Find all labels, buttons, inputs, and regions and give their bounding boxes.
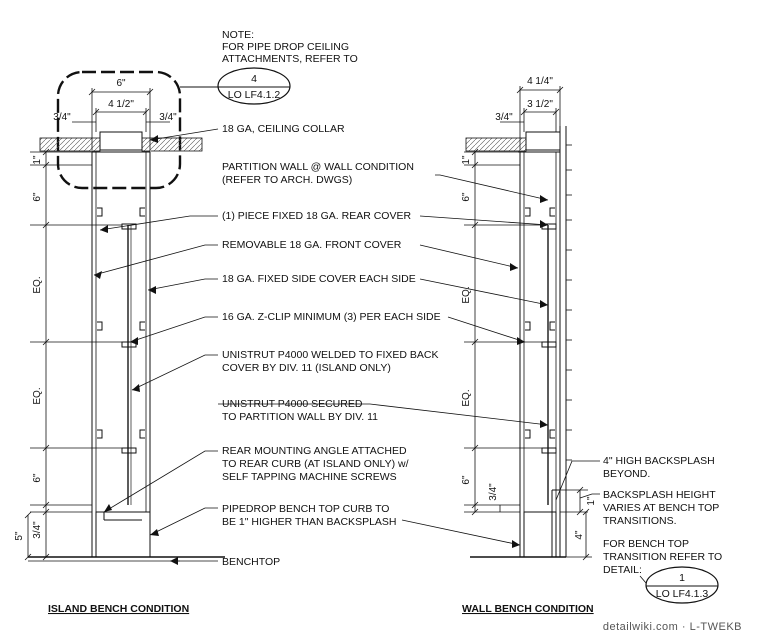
- dim-r-top-left: 3/4": [495, 112, 513, 123]
- detail-ref-number: 1: [679, 572, 685, 584]
- leader-arrowheads: [94, 135, 548, 565]
- callout-partition-wall-2: (REFER TO ARCH. DWGS): [222, 174, 352, 186]
- note-height-1: BACKSPLASH HEIGHT: [603, 489, 716, 501]
- dim-top-inner: 4 1/2": [108, 99, 134, 110]
- dim-r-v-eq-2: EQ.: [461, 389, 472, 406]
- dim-v-six-top: 6": [32, 192, 43, 202]
- note-backsplash-2: BEYOND.: [603, 468, 650, 480]
- watermark: detailwiki.com · L-TWEKB: [603, 621, 742, 633]
- callout-unistrut-secured-2: TO PARTITION WALL BY DIV. 11: [222, 411, 378, 423]
- dim-r-v-three-quarter: 3/4": [488, 483, 499, 501]
- dim-v-six-bottom: 6": [32, 473, 43, 483]
- dim-top-right: 3/4": [159, 112, 177, 123]
- leader-lines: [93, 128, 600, 562]
- dim-top-overall: 6": [116, 78, 126, 89]
- note-line-1: NOTE:: [222, 29, 254, 41]
- dim-r-top-overall: 4 1/4": [527, 76, 553, 87]
- note-transition-2: TRANSITION REFER TO: [603, 551, 722, 563]
- dim-v-eq-2: EQ.: [32, 387, 43, 404]
- dim-v-three-quarter: 3/4": [32, 521, 43, 539]
- dim-r-v-one-bottom: 1": [586, 496, 597, 506]
- dim-r-v-six-top: 6": [461, 192, 472, 202]
- detail-reference-bubble[interactable]: 1 LO LF4.1.3: [645, 566, 719, 604]
- title-wall-bench: WALL BENCH CONDITION: [462, 603, 594, 615]
- note-height-3: TRANSITIONS.: [603, 515, 677, 527]
- callout-unistrut-welded-1: UNISTRUT P4000 WELDED TO FIXED BACK: [222, 349, 438, 361]
- note-height-2: VARIES AT BENCH TOP: [603, 502, 719, 514]
- callout-side-cover: 18 GA. FIXED SIDE COVER EACH SIDE: [222, 273, 416, 285]
- detail-boundary: [56, 70, 182, 190]
- callout-rear-cover: (1) PIECE FIXED 18 GA. REAR COVER: [222, 210, 411, 222]
- callout-benchtop: BENCHTOP: [222, 556, 280, 568]
- note-reference-bubble[interactable]: 4 LO LF4.1.2: [217, 67, 291, 105]
- callout-bench-curb-2: BE 1" HIGHER THAN BACKSPLASH: [222, 516, 397, 528]
- dim-r-v-eq-1: EQ.: [461, 286, 472, 303]
- wall-dimensions: [464, 86, 592, 561]
- wall-dimension-labels: 4 1/4" 3 1/2" 3/4" 1" 6" EQ. EQ. 6" 3/4"…: [461, 76, 597, 540]
- callout-unistrut-welded-2: COVER BY DIV. 11 (ISLAND ONLY): [222, 362, 391, 374]
- note-transition-3: DETAIL:: [603, 564, 642, 576]
- right-notes: 4" HIGH BACKSPLASH BEYOND. BACKSPLASH HE…: [603, 455, 722, 576]
- callout-labels: 18 GA, CEILING COLLAR PARTITION WALL @ W…: [222, 123, 441, 568]
- dim-r-top-inner: 3 1/2": [527, 99, 553, 110]
- callout-front-cover: REMOVABLE 18 GA. FRONT COVER: [222, 239, 402, 251]
- note-transition-1: FOR BENCH TOP: [603, 538, 689, 550]
- wall-assembly: [465, 126, 572, 558]
- callout-mounting-angle-3: SELF TAPPING MACHINE SCREWS: [222, 471, 397, 483]
- dim-top-left: 3/4": [53, 112, 71, 123]
- dim-r-v-one-top: 1": [461, 155, 472, 165]
- dim-r-v-four: 4": [574, 530, 585, 540]
- callout-partition-wall-1: PARTITION WALL @ WALL CONDITION: [222, 161, 414, 173]
- note-line-2: FOR PIPE DROP CEILING: [222, 41, 349, 53]
- dim-v-one: 1": [32, 155, 43, 165]
- note-ref-sheet: LO LF4.1.2: [228, 89, 281, 101]
- island-dimensions: [24, 88, 170, 561]
- callout-mounting-angle-2: TO REAR CURB (AT ISLAND ONLY) w/: [222, 458, 409, 470]
- callout-bench-curb-1: PIPEDROP BENCH TOP CURB TO: [222, 503, 389, 515]
- detail-ref-sheet: LO LF4.1.3: [656, 588, 709, 600]
- title-island-bench: ISLAND BENCH CONDITION: [48, 603, 189, 615]
- note-ref-number: 4: [251, 73, 257, 85]
- note-line-3: ATTACHMENTS, REFER TO: [222, 53, 358, 65]
- dim-v-five: 5": [14, 531, 25, 541]
- island-dimension-labels: 6" 4 1/2" 3/4" 3/4" 1" 6" EQ. EQ. 6" 3/4…: [14, 78, 177, 541]
- callout-ceiling-collar: 18 GA, CEILING COLLAR: [222, 123, 345, 135]
- dim-v-eq-1: EQ.: [32, 276, 43, 293]
- callout-z-clip: 16 GA. Z-CLIP MINIMUM (3) PER EACH SIDE: [222, 311, 441, 323]
- callout-mounting-angle-1: REAR MOUNTING ANGLE ATTACHED: [222, 445, 407, 457]
- ceiling-note: NOTE: FOR PIPE DROP CEILING ATTACHMENTS,…: [222, 29, 358, 65]
- island-assembly: [28, 131, 225, 562]
- note-backsplash-1: 4" HIGH BACKSPLASH: [603, 455, 715, 467]
- dim-r-v-six-bottom: 6": [461, 475, 472, 485]
